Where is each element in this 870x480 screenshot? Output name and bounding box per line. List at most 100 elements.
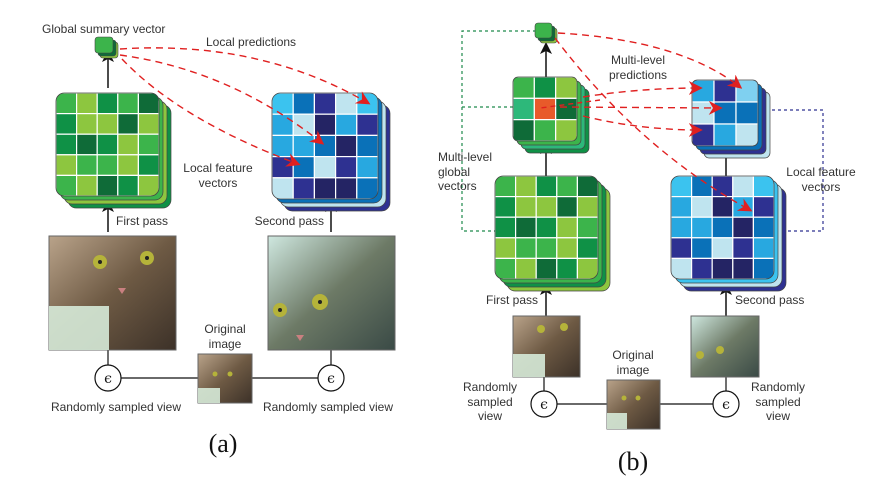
first-pass-feature-map (494, 175, 611, 292)
feature-cell (96, 112, 119, 135)
feature-cell (356, 177, 378, 199)
feature-cell (690, 257, 713, 279)
second-pass-feature-map (271, 92, 391, 212)
feature-cell (117, 112, 140, 135)
feature-cell (514, 176, 537, 198)
feature-cell (356, 113, 378, 136)
second-pass-label: Second pass (735, 293, 804, 307)
feature-cell (96, 174, 119, 196)
feature-cell (514, 196, 537, 218)
feature-cell (137, 174, 159, 196)
feature-cell (690, 196, 713, 218)
feature-cell (576, 196, 598, 218)
original-image-label: Original (204, 322, 245, 336)
feature-cell (514, 237, 537, 260)
prediction-arrow (582, 81, 703, 98)
sampled-view-label: sampled (467, 395, 512, 409)
global-summary-vector (94, 36, 119, 59)
feature-cell (56, 93, 78, 115)
global-summary-label: Global summary vector (42, 22, 165, 36)
feature-cell (495, 176, 517, 198)
feature-cell (313, 93, 337, 115)
sampled-view-label: Randomly sampled view (51, 400, 181, 414)
multi-level-global-label: vectors (438, 179, 477, 193)
feature-cell (272, 156, 294, 179)
multi-level-predictions-label: predictions (609, 68, 667, 82)
feature-cell (690, 216, 713, 239)
feature-cell (556, 237, 578, 260)
feature-cell (56, 174, 78, 196)
feature-cell (514, 257, 537, 279)
feature-cell (711, 237, 734, 260)
feature-cell (335, 177, 358, 199)
first-pass-feature-map (55, 92, 172, 209)
prediction-arrow (539, 99, 601, 109)
prediction-arrow (559, 100, 723, 115)
feature-cell (96, 133, 119, 156)
feature-cell (576, 216, 598, 239)
feature-cell (356, 156, 378, 179)
feature-cell (56, 154, 78, 177)
feature-cell (75, 112, 98, 135)
feature-cell (535, 176, 558, 198)
panel-caption: (a) (209, 429, 238, 458)
local-prediction-arrow (119, 54, 325, 145)
feature-cell (495, 196, 517, 218)
feature-cell (556, 216, 578, 239)
feature-cell (272, 177, 294, 199)
original-image-label: image (209, 337, 242, 351)
feature-cell (752, 216, 774, 239)
feature-cell (292, 113, 316, 136)
feature-cell (732, 216, 754, 239)
epsilon-node: ϵ (317, 364, 345, 392)
second-pass-label: Second pass (255, 214, 324, 228)
feature-cell (671, 216, 693, 239)
global-summary-vector (534, 22, 558, 44)
feature-cell (713, 123, 737, 146)
multi-level-global-label: global (438, 165, 470, 179)
sampled-view-label: Randomly (751, 380, 805, 394)
panel-b: ϵ ϵ Multi-level predictions Multi-level … (438, 22, 856, 476)
global-vector-link (461, 30, 536, 232)
second-view-image (690, 315, 760, 378)
feature-cell (555, 119, 577, 141)
feature-cell (495, 216, 517, 239)
feature-cell (75, 133, 98, 156)
svg-text:ϵ: ϵ (327, 371, 335, 387)
feature-cell (292, 177, 316, 199)
first-view-image (512, 315, 581, 378)
feature-cell (514, 216, 537, 239)
feature-cell (495, 257, 517, 279)
feature-cell (576, 257, 598, 279)
feature-cell (335, 93, 358, 115)
original-image-label: Original (612, 348, 653, 362)
feature-cell (735, 123, 758, 146)
sampled-view-label: Randomly (463, 380, 517, 394)
feature-cell (117, 93, 140, 115)
highlighted-cell (533, 97, 557, 121)
feature-cell (272, 93, 294, 115)
feature-cell (713, 80, 737, 103)
feature-cell (272, 113, 294, 136)
local-feature-label: Local feature (786, 165, 856, 179)
feature-cell (732, 237, 754, 260)
feature-cell (272, 134, 294, 158)
first-pass-label: First pass (486, 293, 538, 307)
local-vector-link (760, 109, 824, 232)
feature-cell (137, 93, 159, 115)
feature-cell (555, 77, 577, 99)
feature-cell (335, 113, 358, 136)
feature-cell (533, 77, 557, 99)
feature-cell (96, 93, 119, 115)
local-feature-label: vectors (802, 180, 841, 194)
feature-cell (535, 237, 558, 260)
feature-cell (335, 134, 358, 158)
feature-cell (356, 134, 378, 158)
feature-cell (117, 154, 140, 177)
feature-cell (671, 237, 693, 260)
feature-cell (576, 237, 598, 260)
sampled-view-label: Randomly sampled view (263, 400, 393, 414)
feature-cell (75, 93, 98, 115)
feature-cell (556, 257, 578, 279)
